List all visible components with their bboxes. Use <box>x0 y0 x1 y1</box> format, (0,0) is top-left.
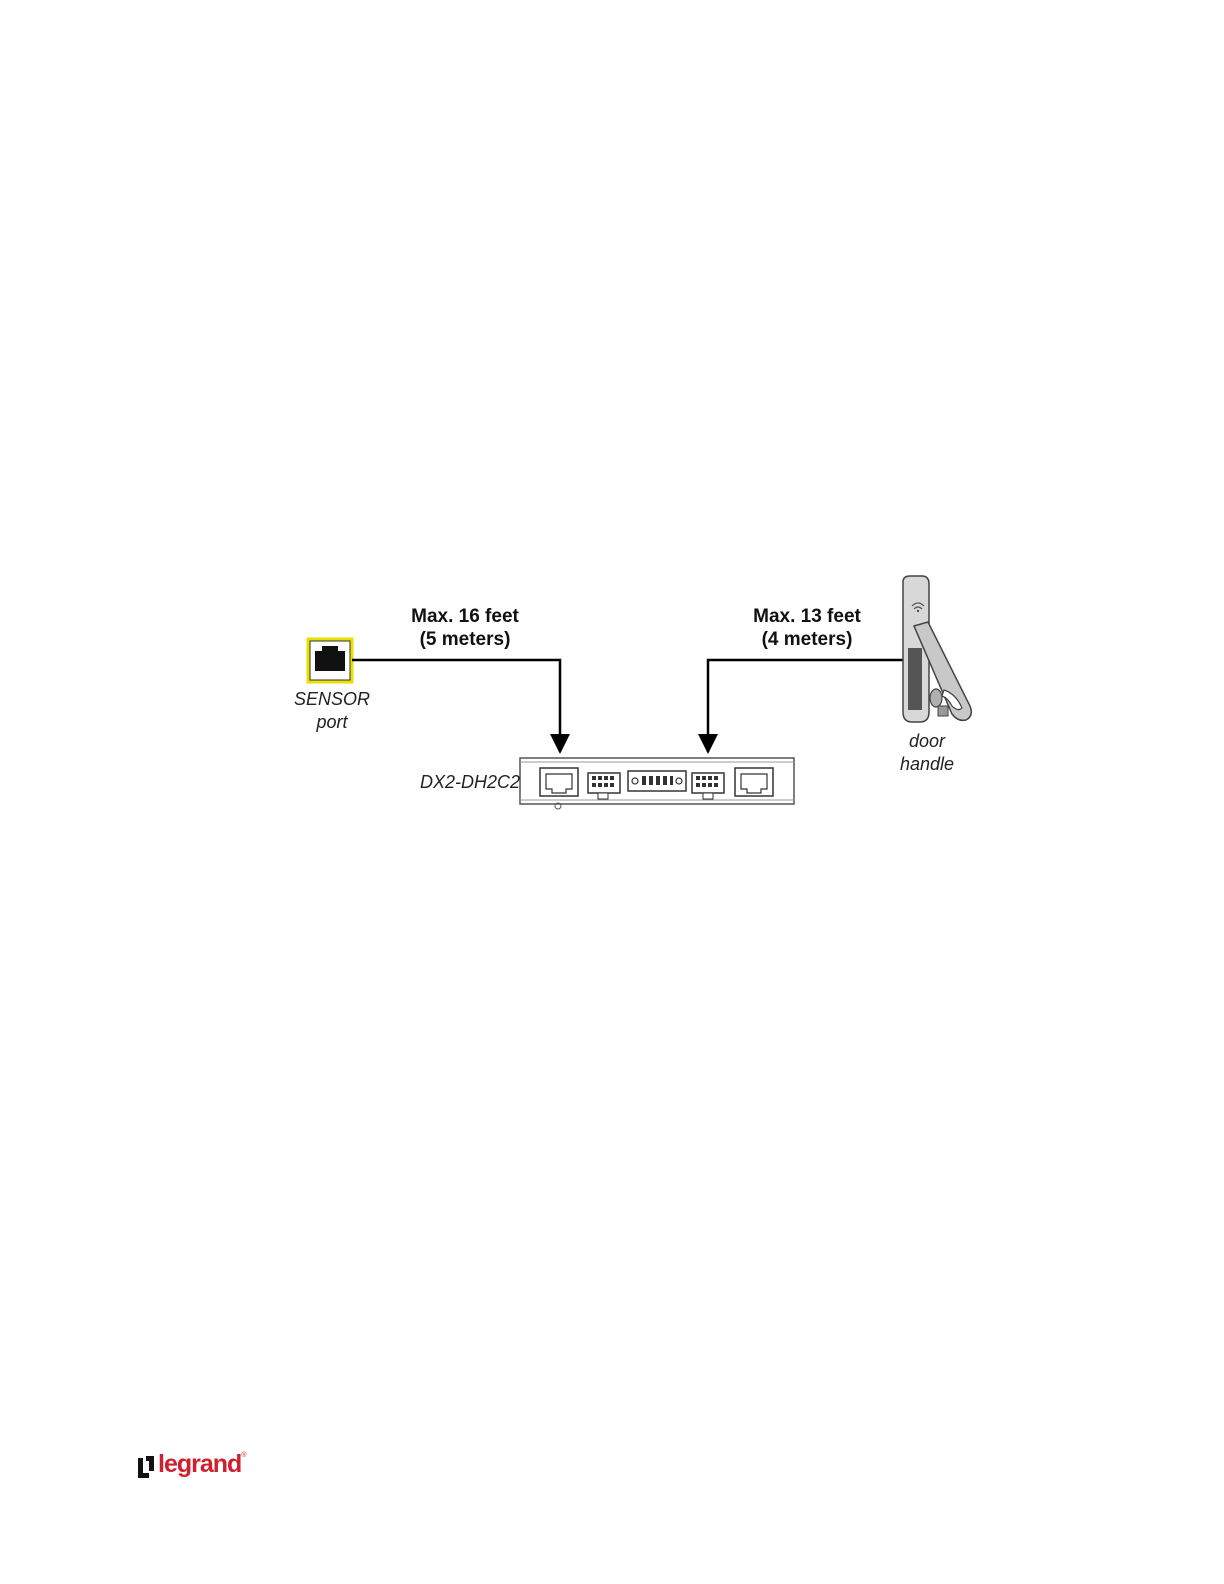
right-length-meters: (4 meters) <box>727 628 887 651</box>
device-label: DX2-DH2C2 <box>396 771 520 794</box>
left-length-meters: (5 meters) <box>385 628 545 651</box>
registered-mark: ® <box>241 1452 246 1459</box>
door-handle-line2: handle <box>876 753 978 776</box>
right-length-feet: Max. 13 feet <box>727 605 887 628</box>
dx2-dh2c2-device-icon <box>520 758 794 809</box>
left-cable-length-label: Max. 16 feet (5 meters) <box>385 605 545 651</box>
sensor-port-line2: port <box>276 711 388 734</box>
right-cable-length-label: Max. 13 feet (4 meters) <box>727 605 887 651</box>
door-handle-label: door handle <box>876 730 978 776</box>
legrand-logo: legrand ® <box>138 1448 246 1478</box>
sensor-port-line1: SENSOR <box>276 688 388 711</box>
legrand-logo-icon <box>138 1456 154 1478</box>
door-handle-line1: door <box>876 730 978 753</box>
door-handle-icon <box>903 576 971 722</box>
handle-cable-line <box>708 660 903 752</box>
brand-name: legrand <box>158 1450 241 1478</box>
sensor-port-label: SENSOR port <box>276 688 388 734</box>
rj45-port-icon <box>308 639 352 682</box>
left-length-feet: Max. 16 feet <box>385 605 545 628</box>
